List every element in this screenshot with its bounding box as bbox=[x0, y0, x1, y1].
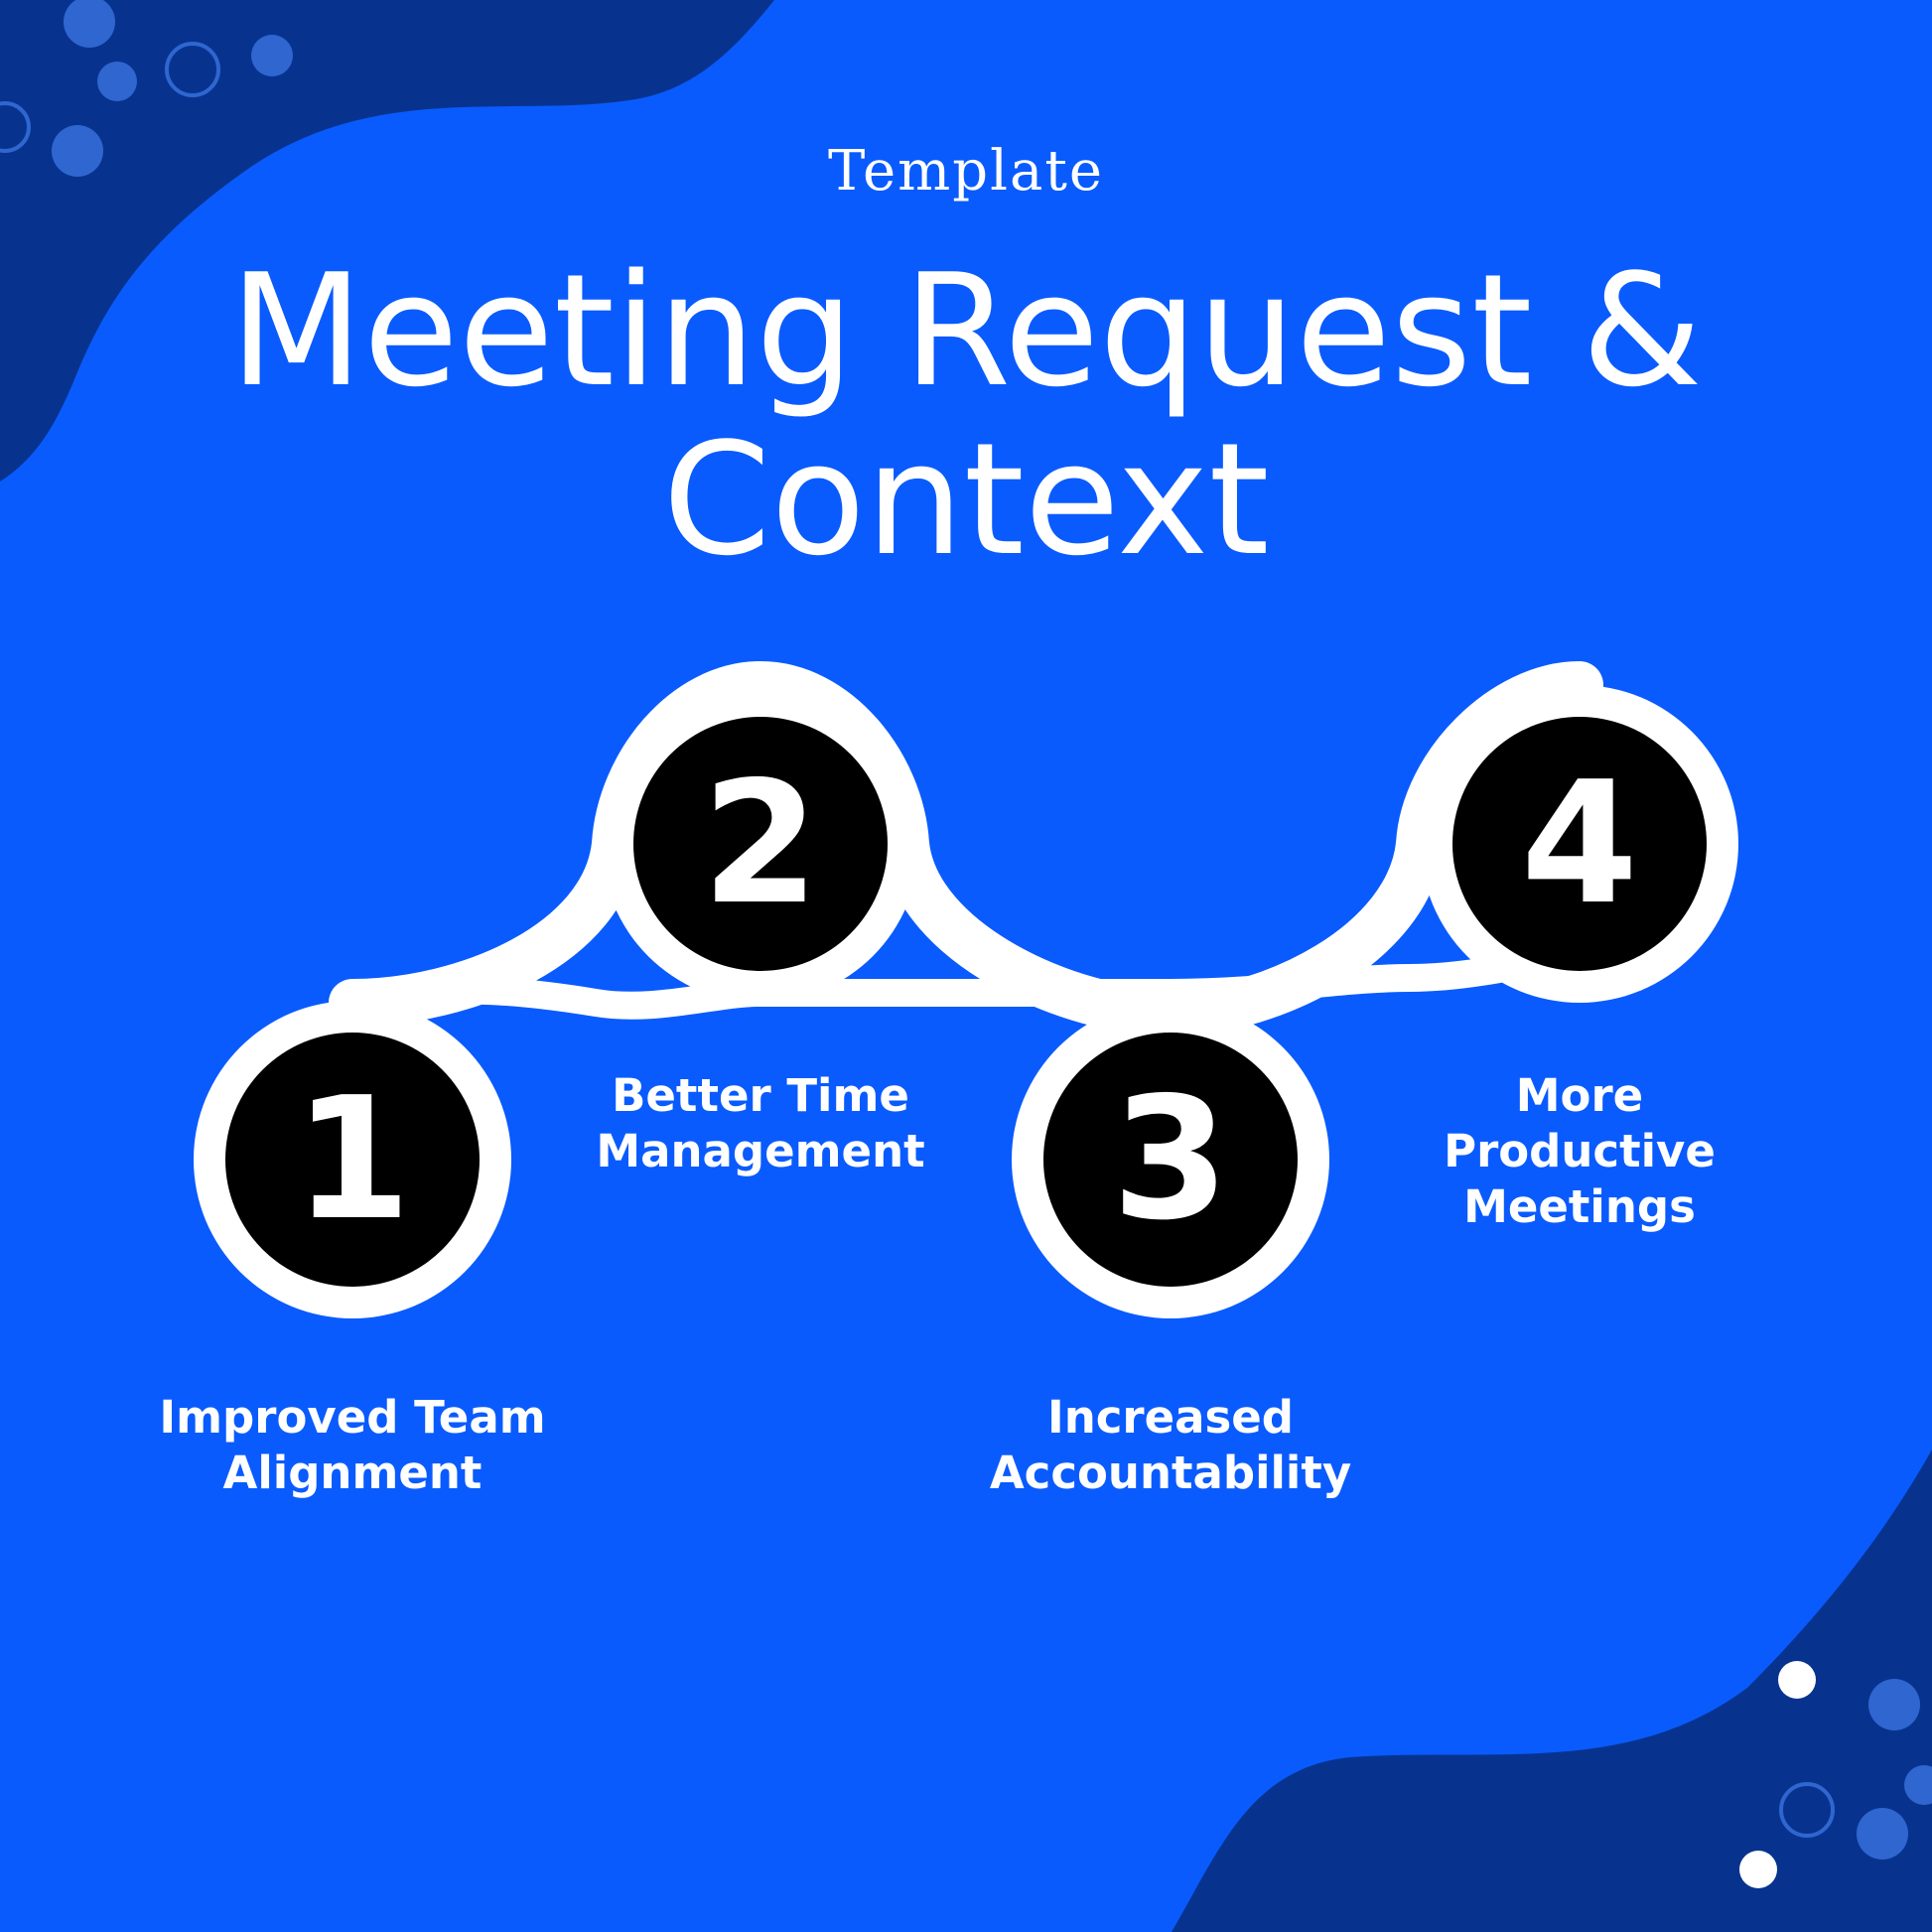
step-4-label-line-2: Productive bbox=[1444, 1125, 1716, 1177]
decor-ring bbox=[165, 42, 220, 97]
step-2-label: Better Time Management bbox=[532, 1068, 989, 1179]
step-3-circle bbox=[1043, 1033, 1298, 1287]
step-1-label-line-2: Alignment bbox=[222, 1447, 483, 1499]
step-4-number: 4 bbox=[1520, 746, 1639, 942]
step-3-label: Increased Accountability bbox=[942, 1390, 1399, 1501]
step-4-label: More Productive Meetings bbox=[1351, 1068, 1808, 1235]
step-2-label-line-2: Management bbox=[596, 1125, 925, 1177]
step-1-label-line-1: Improved Team bbox=[159, 1391, 546, 1444]
step-1-circle bbox=[225, 1033, 480, 1287]
bottom-right-blob bbox=[1172, 1449, 1932, 1932]
page-title: Meeting Request & Context bbox=[139, 246, 1793, 584]
decor-dot bbox=[1778, 1661, 1816, 1699]
decor-dot bbox=[1904, 1765, 1932, 1805]
step-4-circle bbox=[1452, 717, 1707, 971]
decor-dot bbox=[97, 62, 137, 101]
page-title-line-1: Meeting Request & bbox=[229, 240, 1703, 421]
step-4-label-line-3: Meetings bbox=[1463, 1180, 1696, 1233]
decor-ring bbox=[1779, 1782, 1835, 1838]
step-2-number: 2 bbox=[701, 746, 820, 942]
step-3-label-line-2: Accountability bbox=[989, 1447, 1352, 1499]
connector-band-lower bbox=[339, 939, 1593, 1020]
decor-dot bbox=[1868, 1679, 1920, 1730]
step-1-number: 1 bbox=[293, 1061, 412, 1258]
decor-dot bbox=[1739, 1851, 1777, 1888]
step-3-label-line-1: Increased bbox=[1046, 1391, 1295, 1444]
decor-dot bbox=[1857, 1808, 1908, 1860]
decor-ring bbox=[0, 101, 31, 153]
decor-dot bbox=[52, 125, 103, 177]
template-subtitle: Template bbox=[827, 139, 1105, 204]
top-left-blob bbox=[0, 0, 774, 482]
step-2-circle bbox=[633, 717, 888, 971]
step-2-label-line-1: Better Time bbox=[612, 1069, 909, 1122]
decor-dot bbox=[251, 35, 293, 76]
page-title-line-2: Context bbox=[662, 409, 1270, 590]
decor-dot bbox=[64, 0, 115, 48]
step-4-label-line-1: More bbox=[1515, 1069, 1644, 1122]
step-3-number: 3 bbox=[1111, 1061, 1230, 1258]
step-1-label: Improved Team Alignment bbox=[124, 1390, 581, 1501]
connector-band bbox=[329, 660, 1603, 1037]
